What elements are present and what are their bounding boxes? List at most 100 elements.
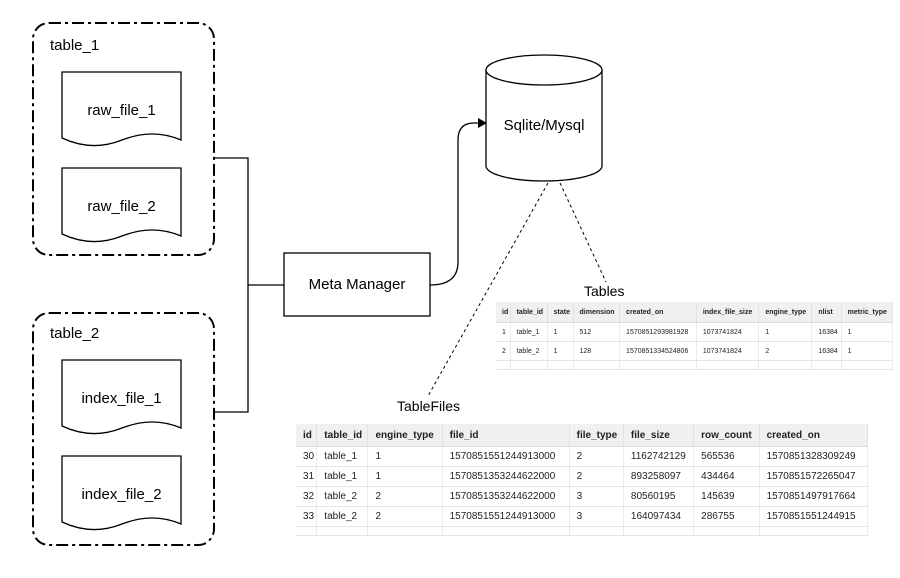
empty-cell [619, 360, 697, 370]
empty-cell [696, 360, 760, 370]
table-cell: 33 [296, 506, 318, 527]
column-header: engine_type [758, 302, 813, 323]
table-cell: 1 [367, 466, 443, 487]
database-cylinder [485, 54, 603, 182]
column-header: file_size [623, 424, 695, 447]
table-cell: table_1 [316, 466, 369, 487]
group-label-table-1: table_1 [50, 37, 100, 54]
table-row: 2 table_2 1 128 1570851334524806 1073741… [496, 341, 894, 361]
tablefiles-table-header-row: id table_id engine_type file_id file_typ… [296, 424, 869, 447]
table-cell: 164097434 [623, 506, 695, 527]
tablefiles-table-title: TableFiles [397, 398, 461, 414]
table-row: 31 table_1 1 1570851353244622000 2 89325… [296, 466, 869, 487]
meta-manager-label: Meta Manager [308, 276, 406, 293]
table-cell: 1570851497917664 [759, 486, 869, 507]
table-cell: 1073741824 [696, 341, 760, 361]
table-cell: 2 [758, 341, 813, 361]
column-header: file_type [569, 424, 624, 447]
table-cell: 1570851551244913000 [442, 446, 570, 467]
empty-cell [693, 526, 760, 536]
column-header: created_on [759, 424, 869, 447]
file-label-index-file-1: index_file_1 [81, 390, 162, 407]
table-cell: 31 [296, 466, 318, 487]
document-shape-index-file-2 [61, 455, 182, 531]
table-cell: 1570851572265047 [759, 466, 869, 487]
table-cell: 1162742129 [623, 446, 695, 467]
file-label-index-file-2: index_file_2 [81, 486, 162, 503]
empty-cell [496, 360, 511, 370]
group-container-table-1 [32, 22, 215, 256]
table-cell: 1 [547, 341, 574, 361]
empty-cell [316, 526, 369, 536]
table-cell: 1 [758, 322, 813, 342]
column-header: id [496, 302, 511, 323]
tables-table: id table_id state dimension created_on i… [496, 302, 894, 370]
column-header: state [547, 302, 574, 323]
connector-groups-to-meta-manager [214, 157, 284, 413]
empty-row [296, 526, 869, 536]
arrow-meta-manager-to-database [429, 118, 487, 286]
table-cell: 16384 [811, 322, 842, 342]
table-cell: 434464 [693, 466, 760, 487]
column-header: index_file_size [696, 302, 760, 323]
empty-row [496, 360, 894, 370]
table-cell: 128 [573, 341, 621, 361]
table-cell: 1570851353244622000 [442, 466, 570, 487]
table-cell: 2 [367, 486, 443, 507]
table-row: 30 table_1 1 1570851551244913000 2 11627… [296, 446, 869, 467]
column-header: engine_type [367, 424, 443, 447]
table-cell: table_2 [316, 486, 369, 507]
table-cell: 565536 [693, 446, 760, 467]
table-cell: 2 [367, 506, 443, 527]
tables-table-header-row: id table_id state dimension created_on i… [496, 302, 894, 323]
column-header: nlist [811, 302, 842, 323]
table-cell: 1 [841, 341, 894, 361]
table-cell: table_2 [316, 506, 369, 527]
dotted-line-to-tables [559, 182, 607, 283]
empty-cell [623, 526, 695, 536]
column-header: metric_type [841, 302, 894, 323]
table-cell: 1 [841, 322, 894, 342]
empty-cell [841, 360, 894, 370]
database-label: Sqlite/Mysql [503, 117, 585, 134]
column-header: row_count [693, 424, 760, 447]
column-header: created_on [619, 302, 697, 323]
table-row: 1 table_1 1 512 1570851293981928 1073741… [496, 322, 894, 342]
empty-cell [569, 526, 624, 536]
table-cell: 3 [569, 486, 624, 507]
table-cell: table_1 [510, 322, 548, 342]
table-cell: 1570851551244913000 [442, 506, 570, 527]
table-cell: 2 [569, 466, 624, 487]
empty-cell [510, 360, 548, 370]
tables-table-title: Tables [584, 283, 625, 299]
empty-cell [758, 360, 813, 370]
table-cell: 1 [496, 322, 511, 342]
empty-cell [759, 526, 869, 536]
table-cell: 512 [573, 322, 621, 342]
column-header: file_id [442, 424, 570, 447]
table-cell: 32 [296, 486, 318, 507]
document-shape-raw-file-2 [61, 167, 182, 243]
column-header: table_id [316, 424, 369, 447]
table-cell: 145639 [693, 486, 760, 507]
table-cell: 30 [296, 446, 318, 467]
document-shape-index-file-1 [61, 359, 182, 435]
table-cell: 1570851353244622000 [442, 486, 570, 507]
table-cell: 2 [569, 446, 624, 467]
table-row: 32 table_2 2 1570851353244622000 3 80560… [296, 486, 869, 507]
tablefiles-table: id table_id engine_type file_id file_typ… [296, 424, 869, 536]
table-cell: table_1 [316, 446, 369, 467]
table-cell: 2 [496, 341, 511, 361]
table-cell: 80560195 [623, 486, 695, 507]
table-cell: 1 [547, 322, 574, 342]
group-label-table-2: table_2 [50, 325, 100, 342]
empty-cell [547, 360, 574, 370]
empty-cell [442, 526, 570, 536]
column-header: table_id [510, 302, 548, 323]
empty-cell [367, 526, 443, 536]
table-cell: 893258097 [623, 466, 695, 487]
document-shape-raw-file-1 [61, 71, 182, 147]
table-cell: 1 [367, 446, 443, 467]
table-row: 33 table_2 2 1570851551244913000 3 16409… [296, 506, 869, 527]
